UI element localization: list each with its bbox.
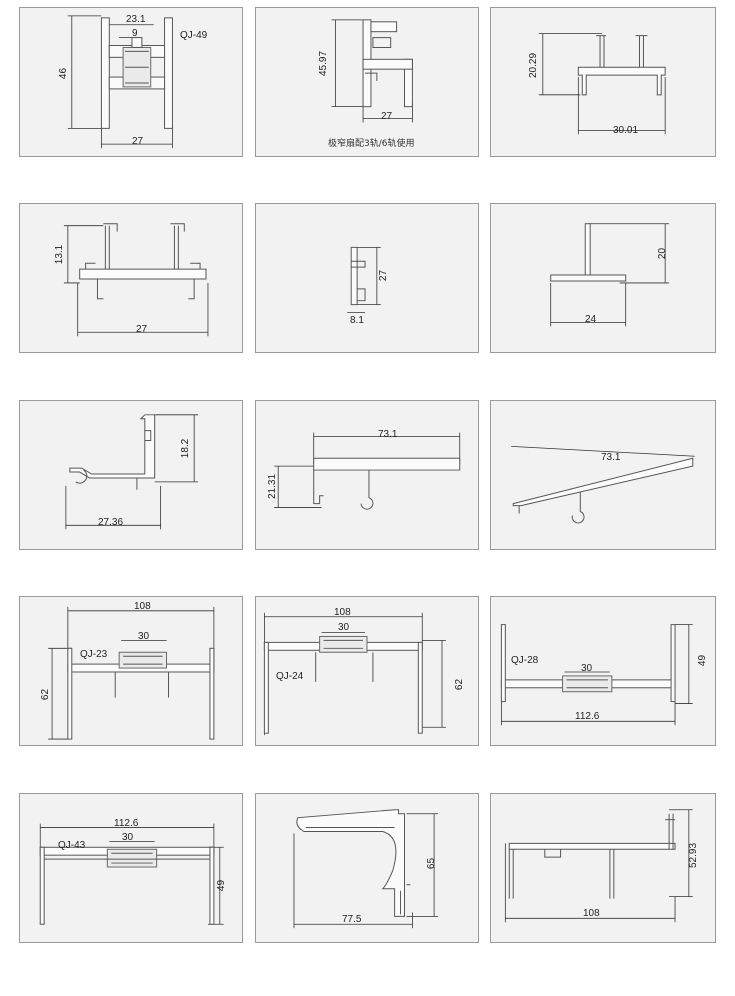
profile-drawing (500, 624, 693, 726)
dim-label: 52.93 (688, 842, 700, 869)
dim-label: 30 (581, 663, 593, 674)
dim-label: 27 (136, 324, 148, 335)
profile-panel-5: 27 8.1 (255, 203, 479, 353)
profile-drawing (63, 223, 209, 337)
dim-label: 27 (132, 136, 144, 147)
profile-panel-3: 20.29 30.01 (490, 7, 716, 157)
profile-panel-narrow-sash: 45.97 27 极窄扇配3轨/6轨使用 (255, 7, 479, 157)
dim-label: 24 (585, 314, 597, 325)
dim-label: 73.1 (601, 452, 621, 463)
dim-label: 65 (426, 857, 438, 870)
profile-drawing (274, 432, 461, 510)
dim-label: 112.6 (575, 711, 600, 722)
profile-panel-9: 73.1 (490, 400, 716, 550)
dim-label: 30 (338, 622, 350, 633)
profile-panel-qj24: QJ-24 108 30 62 (255, 596, 479, 746)
dim-label: 27 (381, 111, 393, 122)
profile-drawing (67, 15, 173, 149)
profile-drawing (347, 246, 381, 313)
profile-panel-15: 52.93 108 (490, 793, 716, 943)
profile-panel-6: 20 24 (490, 203, 716, 353)
dim-label: 20.29 (528, 52, 540, 79)
dim-label: 62 (40, 688, 52, 701)
profile-panel-qj23: QJ-23 108 30 62 (19, 596, 243, 746)
profile-drawing (504, 809, 693, 923)
code-label: QJ-43 (58, 840, 86, 851)
dim-label: 46 (58, 67, 70, 80)
dim-label: 13.1 (54, 244, 66, 265)
dim-label: 108 (334, 607, 351, 618)
code-label: QJ-49 (180, 30, 208, 41)
dim-label: 112.6 (114, 818, 139, 829)
dim-label: 77.5 (342, 914, 362, 925)
dim-label: 30 (138, 631, 150, 642)
dim-label: 49 (697, 654, 709, 667)
dim-label: 45.97 (318, 50, 330, 77)
profile-panel-7: 18.2 27.36 (19, 400, 243, 550)
profile-panel-qj49: QJ-49 23.1 9 46 27 (19, 7, 243, 157)
dim-label: 108 (583, 908, 600, 919)
code-label: QJ-23 (80, 649, 108, 660)
profile-drawing (538, 33, 666, 135)
profile-caption: 极窄扇配3轨/6轨使用 (328, 139, 415, 149)
profile-drawing (293, 809, 439, 929)
profile-drawing (331, 19, 413, 123)
code-label: QJ-28 (511, 655, 539, 666)
dim-label: 9 (132, 28, 138, 39)
profile-drawing (65, 414, 199, 530)
code-label: QJ-24 (276, 671, 304, 682)
profile-drawing (511, 445, 695, 524)
dim-label: 49 (216, 879, 228, 892)
dim-label: 30 (122, 832, 134, 843)
dim-label: 23.1 (126, 14, 146, 25)
dim-label: 27.36 (98, 517, 124, 528)
dim-label: 18.2 (180, 438, 192, 459)
dim-label: 27 (378, 269, 390, 282)
dim-label: 20 (657, 247, 669, 260)
dim-label: 21.31 (267, 473, 279, 500)
profile-panel-qj43: QJ-43 112.6 30 49 (19, 793, 243, 943)
profile-panel-qj28: QJ-28 30 49 112.6 (490, 596, 716, 746)
profile-drawing (263, 612, 446, 736)
dim-label: 62 (454, 678, 466, 691)
dim-label: 30.01 (613, 125, 639, 136)
profile-panel-14: 65 77.5 (255, 793, 479, 943)
profile-panel-4: 13.1 27 (19, 203, 243, 353)
profile-panel-8: 73.1 21.31 (255, 400, 479, 550)
profile-drawing (48, 606, 215, 740)
dim-label: 8.1 (350, 315, 364, 326)
profile-drawing (550, 223, 670, 327)
dim-label: 108 (134, 601, 151, 612)
profile-drawing (39, 823, 224, 925)
dim-label: 73.1 (378, 429, 398, 440)
